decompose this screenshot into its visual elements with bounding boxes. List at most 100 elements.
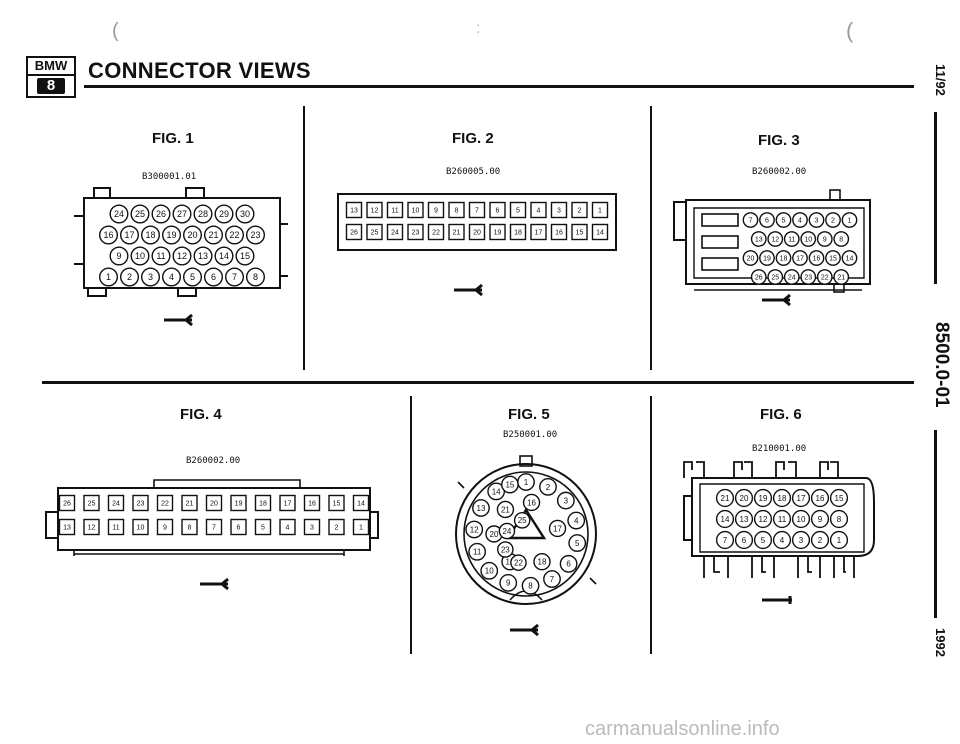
pin-label: 12 [771, 237, 779, 244]
connector-outline [833, 556, 855, 578]
pin-label: 25 [371, 230, 379, 237]
connector-outline [797, 556, 821, 578]
pin [829, 509, 849, 529]
pin-label: 18 [778, 494, 787, 503]
connector-outline [457, 481, 597, 585]
pin-label: 9 [163, 525, 167, 532]
row-divider [42, 381, 914, 384]
figure-code: B210001.00 [752, 444, 807, 454]
pin [825, 250, 841, 266]
pin [109, 246, 129, 266]
pin [816, 231, 833, 247]
pin [345, 223, 363, 241]
pin [775, 212, 792, 228]
pin [427, 223, 445, 241]
pin-label: 13 [63, 525, 71, 532]
pin-label: 13 [755, 237, 763, 244]
pin-label: 16 [103, 230, 113, 240]
pin-label: 17 [553, 524, 562, 533]
view-arrow-icon [164, 313, 193, 327]
pin-label: 5 [575, 539, 580, 548]
pin [548, 519, 567, 538]
connector-outline [185, 187, 205, 199]
pin [366, 223, 383, 241]
figure-code: B300001.01 [142, 172, 197, 182]
pin [800, 269, 817, 285]
pin-label: 9 [116, 251, 121, 261]
connector-outline [177, 287, 197, 297]
figure-code: B250001.00 [503, 430, 558, 440]
pin-label: 26 [156, 209, 166, 219]
pin-label: 3 [557, 208, 561, 215]
connector-outline [45, 511, 379, 539]
side-rule [934, 430, 937, 618]
view-arrow-icon [762, 293, 791, 307]
pin [161, 267, 181, 287]
pin-label: 10 [804, 237, 812, 244]
pin-label: 18 [259, 501, 267, 508]
pin [759, 212, 775, 228]
pin [328, 518, 345, 536]
pin [497, 541, 514, 558]
connector-outline [833, 283, 845, 293]
pin [734, 530, 754, 550]
pin-label: 15 [829, 256, 837, 263]
pin-label: 20 [473, 230, 481, 237]
pin [591, 223, 609, 241]
pin-label: 24 [788, 275, 796, 282]
pin [109, 204, 129, 224]
pin-label: 9 [823, 237, 827, 244]
pin [386, 223, 404, 241]
pin-label: 6 [496, 208, 500, 215]
pin [825, 212, 841, 228]
pin-label: 2 [335, 525, 339, 532]
pin [83, 518, 100, 536]
pin [140, 267, 160, 287]
pin-label: 5 [190, 272, 195, 282]
view-arrow-icon [510, 623, 539, 637]
pin [120, 267, 140, 287]
connector-outline [74, 215, 288, 277]
pin [775, 250, 792, 266]
pin [130, 246, 150, 266]
pin-label: 19 [763, 256, 771, 263]
pin [448, 201, 465, 219]
pin-label: 4 [798, 218, 802, 225]
pin-label: 9 [434, 208, 438, 215]
pin-label: 22 [229, 230, 239, 240]
pin-label: 15 [835, 494, 844, 503]
pin [800, 231, 817, 247]
pin-label: 13 [198, 251, 208, 261]
pin [345, 201, 363, 219]
pin-label: 14 [357, 501, 365, 508]
connector-fig5-diagram: 1234567891011121314151617181920212223242… [455, 455, 597, 605]
pin [783, 269, 800, 285]
pin [352, 494, 370, 512]
pin-label: 9 [818, 515, 823, 524]
pin [214, 204, 234, 224]
pin-label: 7 [749, 218, 753, 225]
pin [810, 509, 830, 529]
pin [489, 201, 506, 219]
pin [279, 518, 296, 536]
pin [132, 494, 149, 512]
side-date: 11/92 [933, 64, 948, 96]
pin [833, 231, 850, 247]
pin [151, 204, 171, 224]
pin [480, 561, 499, 580]
pin-label: 22 [514, 559, 523, 568]
pin [841, 212, 858, 228]
pin-label: 3 [799, 536, 804, 545]
pin-label: 4 [169, 272, 174, 282]
pin-label: 24 [114, 209, 124, 219]
side-year: 1992 [933, 628, 948, 657]
connector-outline [693, 207, 865, 279]
pin-label: 26 [350, 230, 358, 237]
pin-label: 16 [308, 501, 316, 508]
pin-label: 4 [574, 516, 579, 525]
pin-label: 13 [350, 208, 358, 215]
pin [366, 201, 383, 219]
pin [427, 201, 445, 219]
pin-label: 3 [148, 272, 153, 282]
